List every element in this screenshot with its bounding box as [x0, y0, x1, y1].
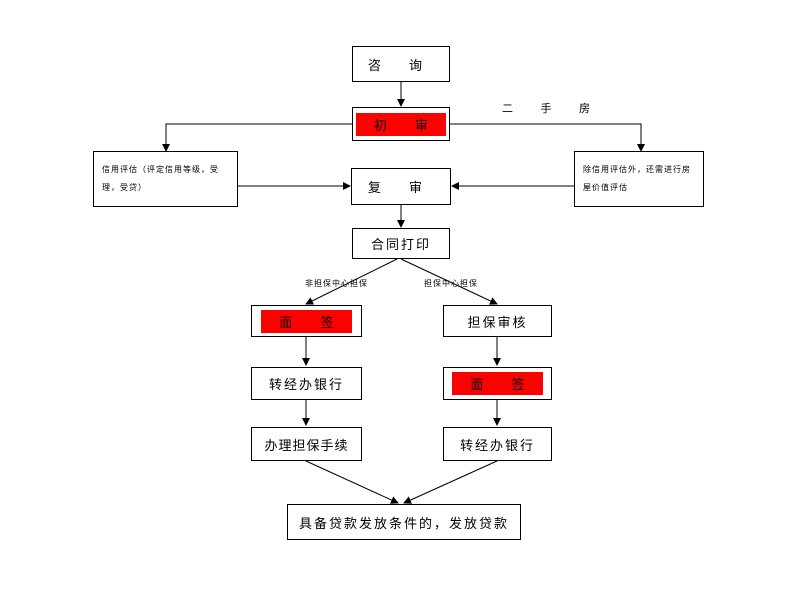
node-transfer-bank-left: 转经办银行 — [251, 367, 362, 400]
node-transfer-bank-right-label: 转经办银行 — [459, 438, 535, 454]
non-guarantee-center-label: 非担保中心担保 — [305, 279, 368, 288]
node-guarantee-review: 担保审核 — [443, 305, 552, 337]
node-initial-review-label: 初 审 — [355, 112, 447, 136]
node-initial-review: 初 审 — [352, 107, 450, 141]
node-credit-eval-right: 除信用评估外，还需进行房屋价值评估 — [574, 151, 704, 207]
node-contract-print-label: 合同打印 — [370, 238, 431, 253]
node-re-review-label: 复 审 — [367, 181, 435, 196]
node-sign-left-label: 面 签 — [261, 309, 352, 333]
node-transfer-bank-right: 转经办银行 — [443, 427, 552, 461]
node-sign-left: 面 签 — [251, 305, 362, 337]
node-transfer-bank-left-label: 转经办银行 — [268, 378, 344, 393]
second-hand-label: 二 手 房 — [502, 102, 602, 115]
node-guarantee-review-label: 担保审核 — [467, 315, 528, 331]
node-consult-label: 咨 询 — [367, 58, 435, 74]
node-contract-print: 合同打印 — [352, 228, 450, 259]
node-credit-eval-right-label: 除信用评估外，还需进行房屋价值评估 — [583, 165, 691, 192]
node-re-review: 复 审 — [351, 168, 451, 205]
node-credit-eval-left: 信用评估（评定信用等级，受理，受贷） — [93, 151, 238, 207]
guarantee-center-label: 担保中心担保 — [424, 279, 478, 288]
node-sign-right: 面 签 — [443, 367, 552, 400]
node-guarantee-procedure-label: 办理担保手续 — [264, 438, 349, 454]
node-guarantee-procedure: 办理担保手续 — [251, 427, 362, 461]
node-consult: 咨 询 — [352, 46, 450, 82]
node-final: 具备贷款发放条件的，发放贷款 — [287, 504, 521, 540]
node-credit-eval-left-label: 信用评估（评定信用等级，受理，受贷） — [102, 165, 219, 192]
node-sign-right-label: 面 签 — [452, 372, 543, 395]
node-final-label: 具备贷款发放条件的，发放贷款 — [298, 516, 509, 532]
